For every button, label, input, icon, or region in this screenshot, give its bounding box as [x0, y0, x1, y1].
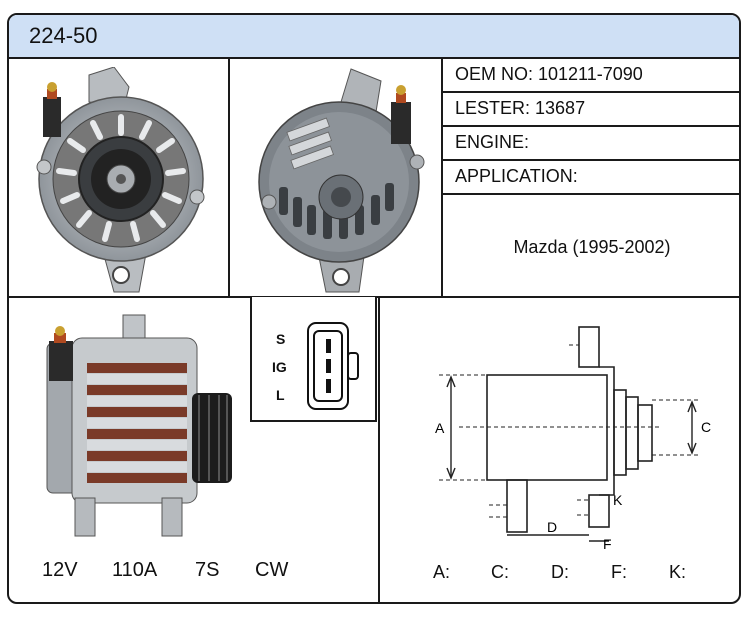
dim-letter-k: K	[613, 492, 623, 508]
connector-diagram: S IG L	[250, 297, 377, 422]
alternator-side-photo	[46, 314, 232, 537]
spec-row-application: APPLICATION:	[443, 161, 739, 195]
voltage: 12V	[42, 559, 78, 581]
application: APPLICATION:	[455, 166, 578, 186]
dimension-drawing: A C D F K	[435, 326, 711, 552]
engine: ENGINE:	[455, 132, 530, 152]
alternator-rear-photo	[258, 68, 425, 293]
dim-label-d: D:	[551, 562, 569, 582]
pin-label-s: S	[276, 331, 286, 347]
alternator-front-photo	[36, 67, 205, 293]
spec-row-lester: LESTER: 13687	[443, 93, 739, 127]
product-sheet: 224-50 OEM NO: 101211-7090 LESTER: 13687…	[7, 13, 741, 604]
pin-label-ig: IG	[272, 359, 287, 375]
dim-label-f: F:	[611, 562, 627, 582]
divider-photo-1	[228, 59, 230, 296]
dim-letter-c: C	[701, 419, 711, 435]
part-number: 224-50	[29, 23, 98, 48]
dim-letter-a: A	[435, 420, 445, 436]
spec-row-oem: OEM NO: 101211-7090	[443, 59, 739, 93]
rotation: CW	[255, 559, 289, 581]
divider-bottom	[378, 298, 380, 602]
amperage: 110A	[112, 559, 158, 581]
pulley: 7S	[195, 559, 220, 581]
connector-plug-icon	[307, 322, 359, 410]
oem-no: OEM NO: 101211-7090	[455, 64, 643, 84]
dim-label-c: C:	[491, 562, 509, 582]
dim-letter-f: F	[603, 536, 612, 552]
divider-photo-2	[441, 59, 443, 296]
lester-no: LESTER: 13687	[455, 98, 586, 118]
spec-row-engine: ENGINE:	[443, 127, 739, 161]
dim-letter-d: D	[547, 519, 557, 535]
dim-label-k: K:	[669, 562, 687, 582]
title-bar: 224-50	[9, 15, 739, 59]
application-value: Mazda (1995-2002)	[513, 237, 671, 257]
dim-label-a: A:	[433, 562, 451, 582]
pin-label-l: L	[276, 387, 285, 403]
